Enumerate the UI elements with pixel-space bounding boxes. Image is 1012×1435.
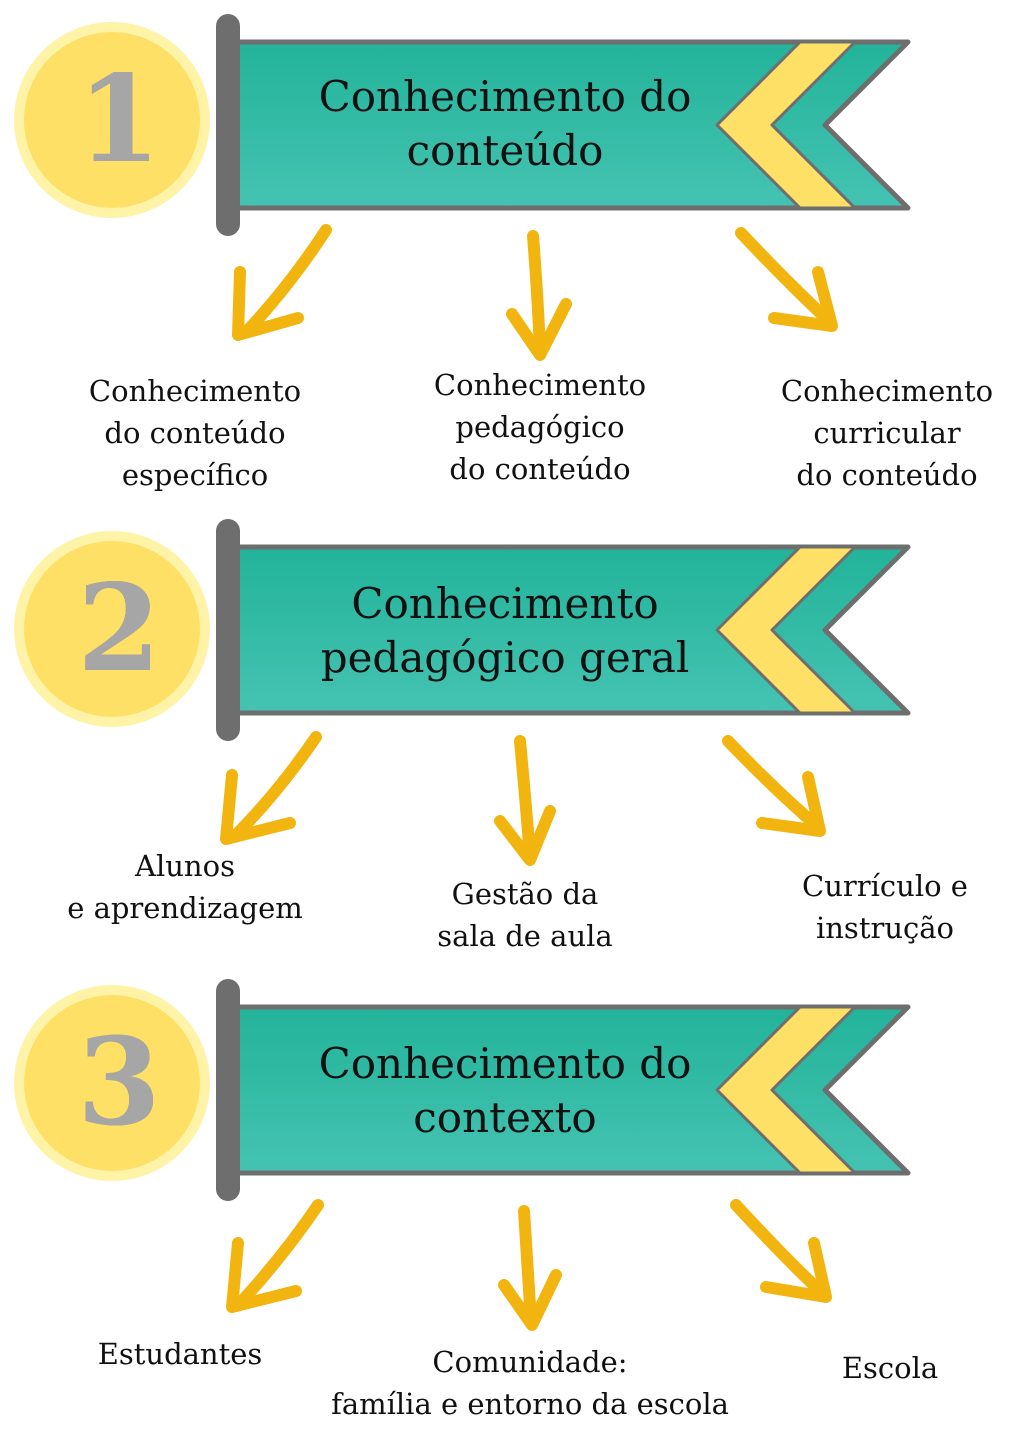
sub-item: Currículo e instrução: [760, 865, 1010, 949]
sub-item-line: do conteúdo: [796, 458, 978, 492]
arrow-right-icon: [730, 1199, 832, 1303]
banner-title-line: Conhecimento do: [318, 72, 692, 121]
sub-item-line: do conteúdo: [104, 416, 286, 450]
sub-item: Estudantes: [40, 1333, 320, 1375]
sub-item: Conhecimento pedagógico do conteúdo: [395, 364, 685, 490]
number-badge: [14, 531, 210, 727]
banner-title: Conhecimento do contexto: [245, 1037, 765, 1145]
number-badge: [14, 22, 210, 218]
sub-item: Comunidade: família e entorno da escola: [300, 1341, 760, 1425]
banner-graphic: [14, 14, 911, 361]
banner-title-line: contexto: [413, 1093, 597, 1142]
sub-item: Conhecimento do conteúdo específico: [50, 370, 340, 496]
sub-item-line: Currículo e: [802, 869, 968, 903]
arrow-left-icon: [232, 224, 332, 341]
sub-item-line: pedagógico: [455, 410, 625, 444]
banner-graphic: [14, 979, 911, 1331]
badge-number: 3: [77, 1012, 161, 1153]
sub-item-line: Estudantes: [97, 1337, 263, 1371]
sub-item: Alunos e aprendizagem: [40, 845, 330, 929]
sub-item-line: família e entorno da escola: [331, 1387, 729, 1421]
number-badge: [14, 985, 210, 1181]
sub-item-line: específico: [121, 458, 269, 492]
arrow-right-icon: [735, 227, 838, 332]
badge-number: 2: [77, 558, 161, 699]
banner-ribbon: [216, 979, 911, 1201]
banner-title-line: Conhecimento do: [318, 1039, 692, 1088]
arrow-left-icon: [226, 1199, 324, 1313]
sub-item-line: Alunos: [135, 849, 235, 883]
arrow-right-icon: [722, 735, 826, 837]
sub-item-line: Conhecimento: [88, 374, 302, 408]
badge-number: 1: [77, 49, 161, 190]
sub-item-line: Escola: [841, 1351, 939, 1385]
sub-item-line: curricular: [813, 416, 961, 450]
sub-item: Conhecimento curricular do conteúdo: [752, 370, 1012, 496]
banner-ribbon: [216, 14, 911, 236]
sub-item-line: do conteúdo: [449, 452, 631, 486]
arrow-left-icon: [220, 731, 322, 845]
section-3: 3 Conhecimento do contexto Estudantes Co…: [0, 965, 1012, 1435]
section-2: 2 Conhecimento pedagógico geral Alunos e…: [0, 505, 1012, 975]
sub-item-line: Gestão da: [451, 877, 599, 911]
sub-item-line: Comunidade:: [432, 1345, 628, 1379]
sub-item-line: Conhecimento: [433, 368, 647, 402]
sub-item-line: e aprendizagem: [67, 891, 303, 925]
arrow-down-icon: [494, 735, 556, 866]
banner-title: Conhecimento do conteúdo: [245, 70, 765, 178]
section-1: 1 Conhecimento do conteúdo Conhecimento …: [0, 0, 1012, 492]
banner-title-line: pedagógico geral: [320, 633, 690, 682]
arrow-down-icon: [506, 230, 572, 361]
sub-item-line: Conhecimento: [780, 374, 994, 408]
sub-item-line: instrução: [815, 911, 955, 945]
arrow-down-icon: [498, 1205, 562, 1331]
banner-graphic: [14, 519, 911, 866]
banner-ribbon: [216, 519, 911, 741]
sub-item-line: sala de aula: [437, 919, 613, 953]
sub-item: Gestão da sala de aula: [380, 873, 670, 957]
banner-title: Conhecimento pedagógico geral: [245, 577, 765, 685]
banner-title-line: Conhecimento: [351, 579, 659, 628]
banner-title-line: conteúdo: [406, 126, 604, 175]
sub-item: Escola: [780, 1347, 1000, 1389]
